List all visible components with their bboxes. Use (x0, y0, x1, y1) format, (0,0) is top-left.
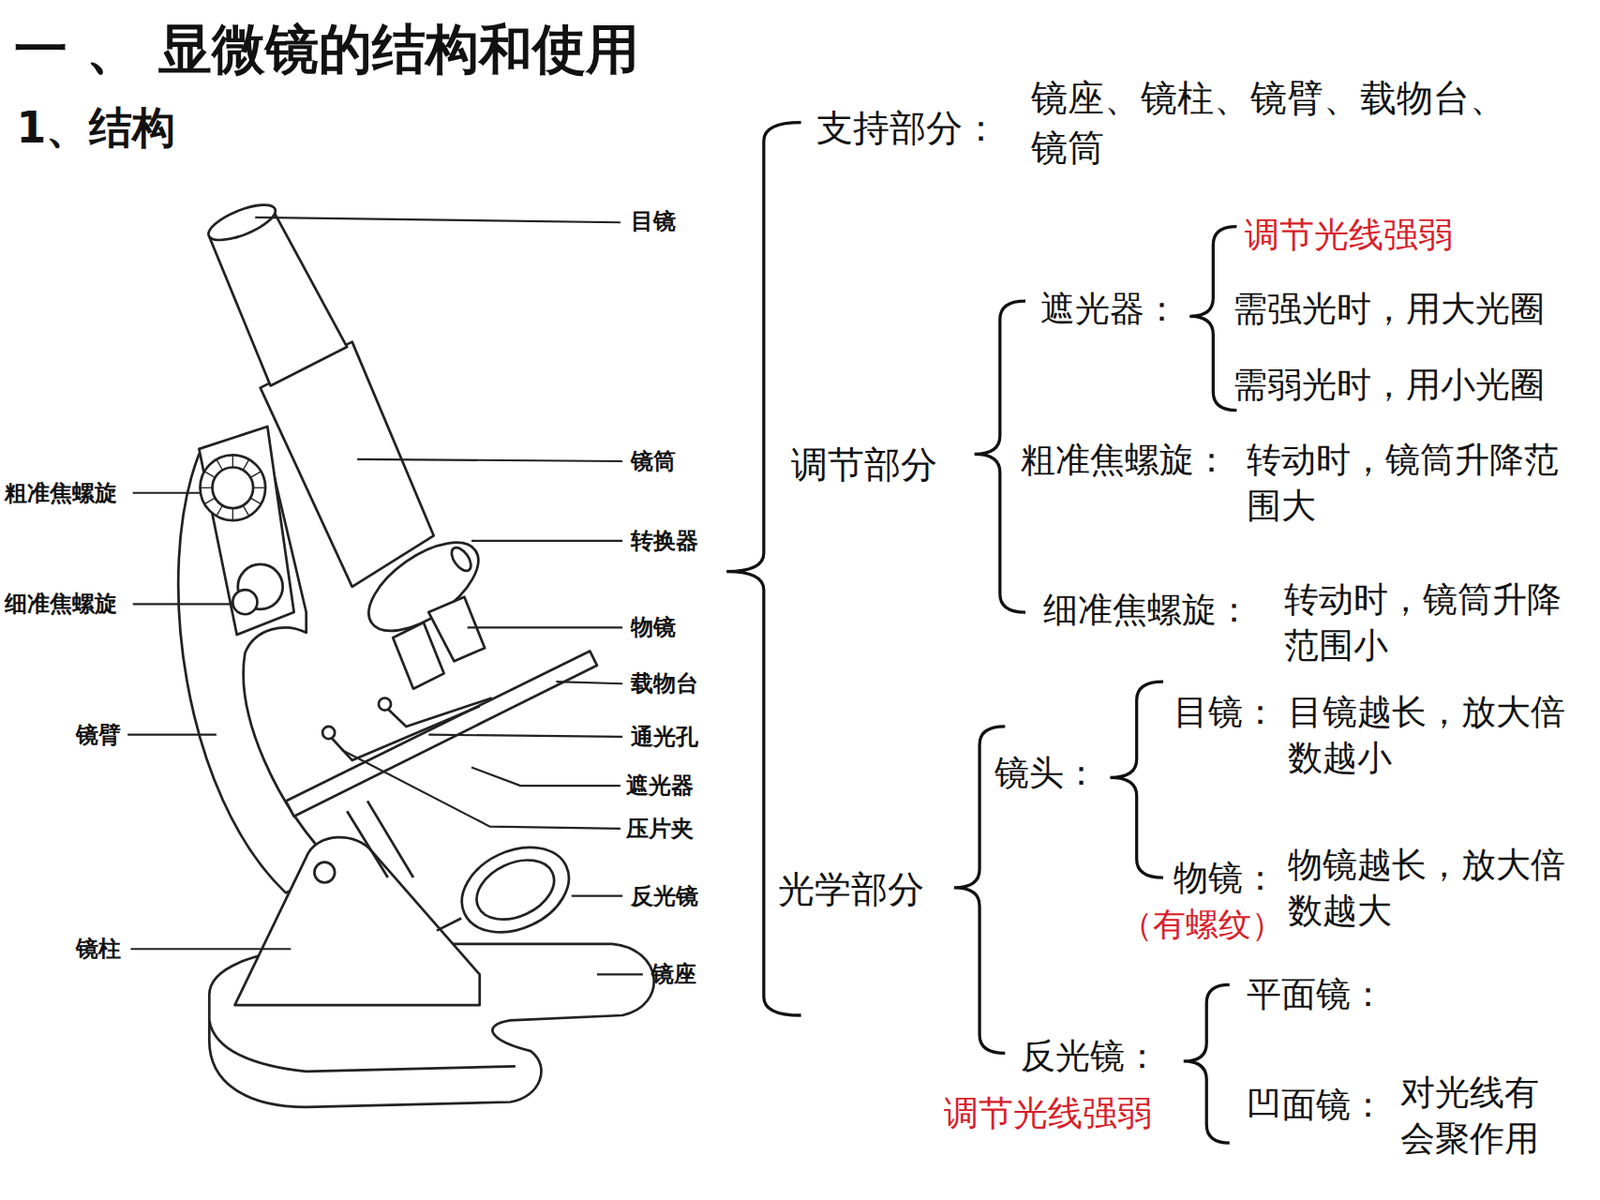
category: 支持部分： (816, 104, 1000, 153)
title: 一 、 显微镜的结构和使用 (14, 14, 639, 85)
part-name: 物镜： (1173, 854, 1278, 901)
coarse-knob-inner (212, 467, 255, 509)
knurl (242, 459, 250, 470)
part-label: 粗准焦螺旋 (4, 478, 118, 509)
part-label: 转换器 (630, 526, 699, 557)
part-label: 镜筒 (630, 447, 676, 478)
description: 物镜越长，放大倍数越大 (1287, 841, 1572, 934)
leader-line (357, 459, 623, 462)
eyepiece-top (204, 197, 280, 248)
stage-support (346, 800, 414, 878)
leader-line (342, 749, 621, 829)
leader-line (133, 602, 234, 605)
mirror-pivot (436, 918, 462, 931)
fine-knob-inner (232, 589, 257, 614)
description: 需强光时，用大光圈 (1232, 285, 1545, 332)
part-label: 通光孔 (630, 722, 699, 753)
part-label: 载物台 (630, 669, 699, 700)
part-name: 镜头： (994, 749, 1099, 796)
knurl (232, 508, 234, 521)
description: 转动时，镜筒升降范围小 (1284, 576, 1569, 669)
description: 转动时，镜筒升降范围大 (1246, 436, 1563, 529)
note: （有螺纹） (1120, 902, 1285, 946)
leader-line (130, 947, 291, 950)
part-label: 物镜 (630, 613, 676, 643)
knurl (204, 497, 215, 505)
category: 调节部分 (791, 440, 938, 490)
description: 需弱光时，用小光圈 (1232, 361, 1545, 408)
objective (428, 597, 485, 662)
leader-line (467, 626, 623, 629)
knurl (200, 487, 213, 489)
knurl (232, 454, 234, 467)
converter-hole (448, 544, 476, 575)
mirror-glass (466, 848, 564, 931)
leader-line (471, 767, 621, 787)
part-label: 遮光器 (626, 771, 694, 802)
clips (326, 697, 492, 760)
part-label: 目镜 (630, 207, 676, 238)
part-label: 镜柱 (75, 934, 121, 965)
part-name: 凹面镜： (1246, 1081, 1386, 1128)
arm (178, 438, 337, 893)
part-name: 遮光器： (1040, 285, 1180, 332)
mirror (448, 830, 583, 949)
pivot (314, 862, 335, 883)
curly-bracket (1109, 681, 1164, 878)
knurl (242, 505, 250, 516)
description: 目镜越长，放大倍数越小 (1287, 688, 1572, 781)
part-name: 细准焦螺旋： (1043, 586, 1252, 633)
note: 调节光线强弱 (1244, 211, 1453, 258)
leader-line (127, 733, 217, 736)
category: 光学部分 (777, 865, 925, 914)
knurl (250, 497, 261, 505)
leader-line (571, 895, 623, 898)
description: 对光线有会聚作用 (1400, 1069, 1564, 1162)
curly-bracket (974, 300, 1026, 613)
part-label: 压片夹 (626, 814, 694, 845)
curly-bracket (1183, 984, 1230, 1143)
part-name: 粗准焦螺旋： (1020, 436, 1229, 483)
curly-bracket (1189, 226, 1237, 411)
leader-line (471, 539, 623, 542)
part-label: 镜座 (651, 959, 697, 990)
subtitle: 1、结构 (15, 100, 176, 158)
leader-line (133, 492, 201, 494)
knurl (253, 487, 266, 489)
leader-line (555, 681, 623, 684)
part-name: 目镜： (1173, 688, 1278, 735)
part-name: 反光镜： (1020, 1032, 1160, 1079)
parts-list: 镜座、镜柱、镜臂、载物台、镜筒 (1031, 74, 1522, 172)
knurl (250, 471, 261, 479)
objective (392, 622, 444, 689)
leader-line (597, 972, 643, 975)
base-edge (209, 1019, 516, 1071)
part-label: 反光镜 (630, 882, 699, 913)
knurl (216, 459, 224, 470)
part-label: 镜臂 (75, 720, 121, 751)
leader-line (254, 217, 621, 223)
pillar (235, 837, 480, 1005)
coarse-knob (200, 454, 267, 521)
leader-line (428, 734, 623, 737)
clip-post (378, 697, 391, 710)
part-label: 细准焦螺旋 (4, 589, 118, 620)
note: 调节光线强弱 (943, 1090, 1152, 1137)
knurl (216, 505, 224, 516)
part-name: 平面镜： (1246, 971, 1386, 1017)
clip-post (322, 726, 335, 739)
knurl (204, 471, 215, 479)
